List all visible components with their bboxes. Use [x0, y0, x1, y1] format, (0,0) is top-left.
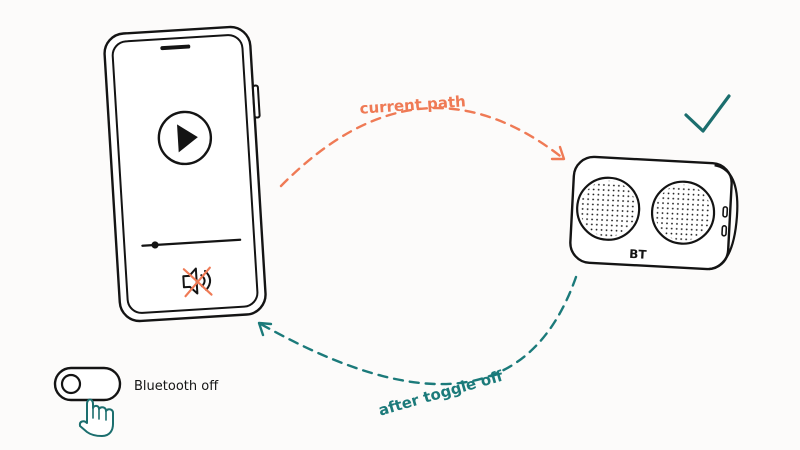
- after-toggle-label: after toggle off: [376, 367, 505, 420]
- phone-side-button: [251, 84, 261, 119]
- toggle-knob: [60, 373, 82, 395]
- speaker-back-edge: [708, 164, 739, 271]
- speaker-label: BT: [629, 247, 648, 262]
- after-toggle-arrow: [257, 275, 578, 386]
- current-path-label: current path: [359, 92, 466, 117]
- bluetooth-speaker: BT: [569, 155, 739, 271]
- phone-screen: [111, 34, 259, 314]
- mute-cross: [184, 266, 211, 298]
- play-button[interactable]: [157, 110, 213, 166]
- current-path-arrowhead: [550, 145, 566, 161]
- muted-speaker-icon: [182, 266, 213, 298]
- checkmark-icon: [684, 94, 731, 133]
- speaker-grille-right: [650, 180, 716, 245]
- bluetooth-toggle[interactable]: [53, 366, 122, 402]
- phone-body: [103, 25, 267, 323]
- progress-knob[interactable]: [151, 241, 159, 249]
- speaker-side-button: [721, 225, 728, 237]
- progress-slider[interactable]: [141, 236, 242, 249]
- current-path-arrow: [279, 107, 566, 188]
- after-toggle-arrowhead: [257, 321, 273, 337]
- pointing-hand-icon: [78, 398, 114, 437]
- toggle-label: Bluetooth off: [134, 379, 219, 394]
- phone: [103, 25, 267, 323]
- phone-speaker-slot: [160, 44, 191, 51]
- speaker-side-button: [722, 206, 729, 218]
- speaker-grille-left: [576, 176, 641, 241]
- progress-track: [141, 238, 242, 247]
- play-icon: [177, 124, 198, 153]
